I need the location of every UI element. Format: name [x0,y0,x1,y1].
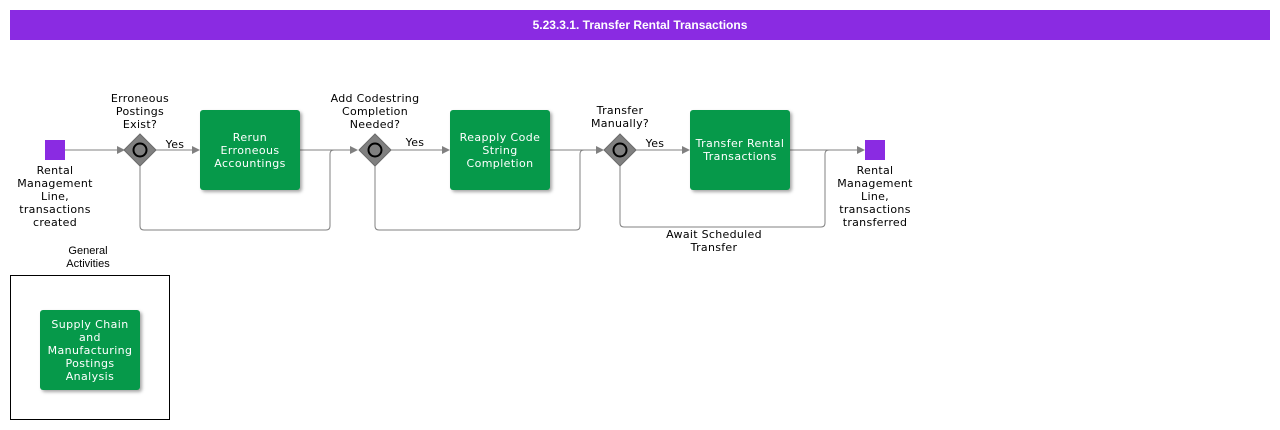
flow-gateway1-no [139,149,335,231]
task-supply-chain-postings-analysis[interactable]: Supply Chain and Manufacturing Postings … [40,310,140,390]
gateway3-icon [603,133,637,167]
task-transfer-rental-transactions[interactable]: Transfer Rental Transactions [690,110,790,190]
start-event-label: Rental Management Line, transactions cre… [17,164,93,229]
gateway2-question: Add Codestring Completion Needed? [330,92,420,131]
gateway1-icon [123,133,157,167]
end-event-label: Rental Management Line, transactions tra… [837,164,913,229]
end-event [865,140,885,160]
diagram-title: 5.23.3.1. Transfer Rental Transactions [532,18,748,32]
gateway1-question: Erroneous Postings Exist? [110,92,170,131]
start-event [45,140,65,160]
gateway2-yes-label: Yes [405,136,425,149]
gateway3-yes-label: Yes [645,137,665,150]
general-activities-title: General Activities [66,245,110,270]
flow-gateway2-no [374,149,585,231]
task-reapply-code-string-completion[interactable]: Reapply Code String Completion [450,110,550,190]
gateway3-question: Transfer Manually? [590,104,650,130]
flow-gateway3-no [619,149,830,228]
gateway1-yes-label: Yes [165,138,185,151]
gateway2-icon [358,133,392,167]
general-activities-group [10,275,170,420]
task-rerun-erroneous-accountings[interactable]: Rerun Erroneous Accountings [200,110,300,190]
await-scheduled-label: Await Scheduled Transfer [666,228,762,254]
diagram-title-bar: 5.23.3.1. Transfer Rental Transactions [10,10,1270,40]
